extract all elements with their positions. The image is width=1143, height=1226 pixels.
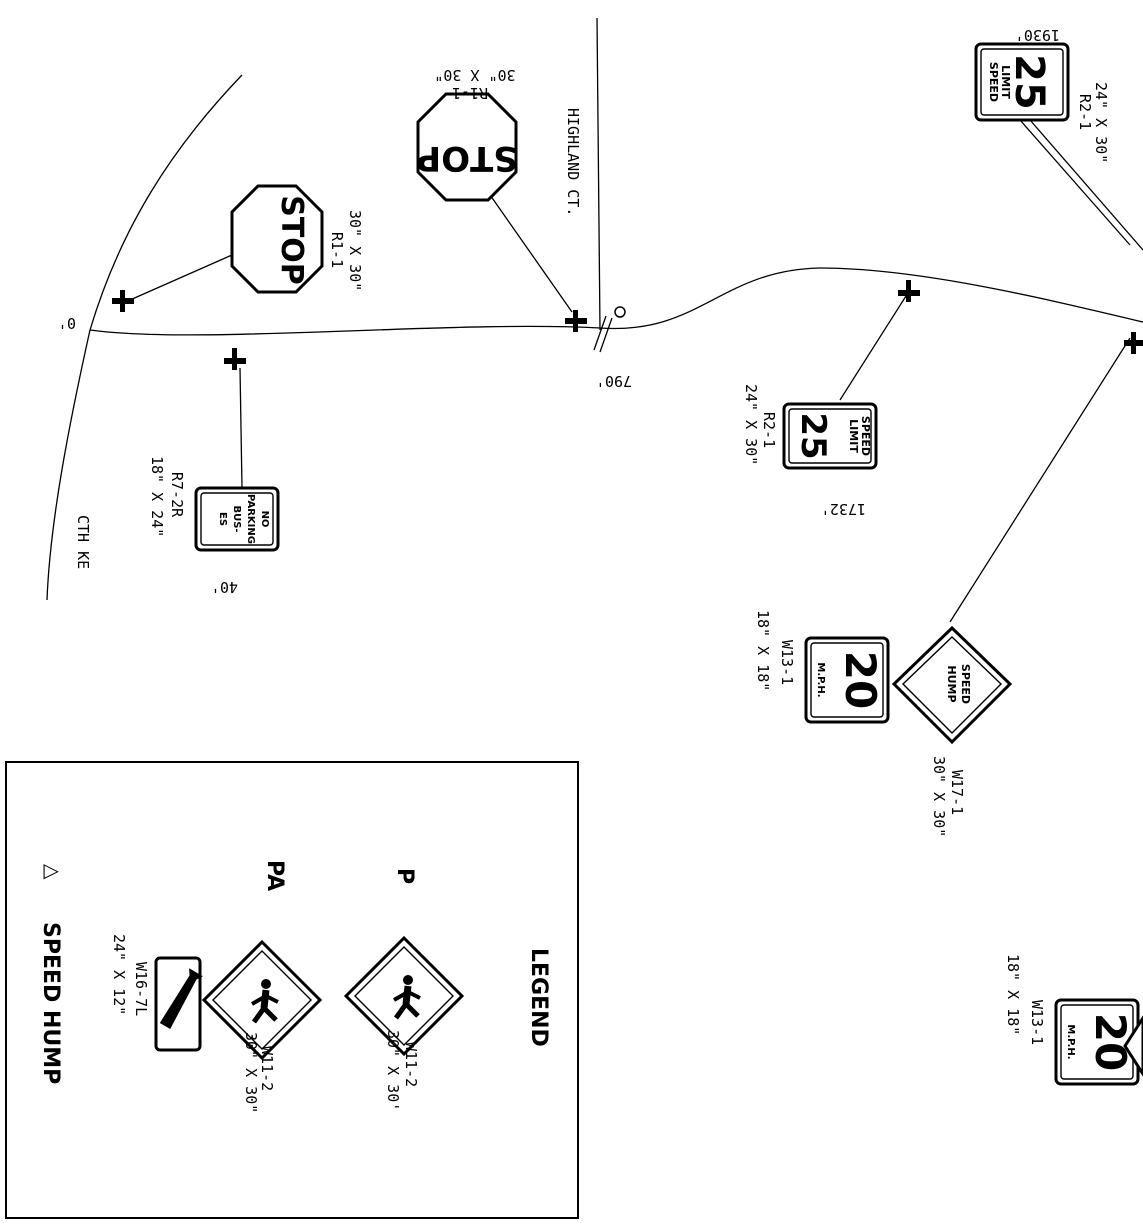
speed-hump-marker (593, 306, 626, 353)
sign-size: 24" X 30" (742, 384, 760, 465)
sign-code: W17-1 (948, 770, 966, 815)
leader-line (839, 295, 907, 401)
no-parking-line: PARKING (245, 494, 256, 544)
stop-sign: STOP R1-1 30" X 30" (416, 66, 518, 202)
sign-size: 30" X 30" (930, 756, 948, 837)
advisory-speed-unit: M.P.H. (815, 662, 826, 697)
arrow-plaque-sign (154, 956, 203, 1052)
leader-line (487, 191, 573, 313)
stop-sign-text: STOP (274, 195, 309, 285)
street-label-highland: HIGHLAND CT. (564, 108, 582, 216)
legend-p-size: 30" X 30' (384, 1030, 402, 1111)
leader-line (239, 367, 243, 489)
station-label: 790' (596, 372, 632, 390)
pedestrian-crossing-sign (201, 939, 323, 1061)
sign-size: 18" X 18" (754, 610, 772, 691)
street-label-cty: CTH KE (74, 515, 92, 569)
leader-line (949, 337, 1131, 623)
advisory-speed-unit: M.P.H. (1065, 1024, 1076, 1059)
leader-line (129, 254, 233, 301)
legend-arrow-code: W16-7L (132, 962, 150, 1016)
sign-code: R7-2R (168, 472, 186, 518)
advisory-speed-number: 20 (836, 651, 885, 709)
no-parking-line: ES (217, 512, 228, 526)
speed-hump-symbol: △ (41, 864, 65, 880)
sign-post (1124, 332, 1143, 354)
sign-size: 30" X 30" (434, 66, 515, 84)
no-parking-sign: NO PARKING BUS- ES R7-2R 18" X 24" (148, 456, 280, 552)
legend-p-code: W11-2 (402, 1042, 420, 1087)
sign-post (112, 290, 134, 312)
road-centerline (89, 267, 1143, 336)
speed-limit-line: LIMIT (847, 419, 860, 453)
pedestrian-icon (251, 979, 279, 1024)
station-label: 1930' (1015, 26, 1060, 44)
sign-code: R1-1 (328, 232, 346, 268)
legend-pa-label: PA (262, 860, 287, 891)
speed-hump-line: SPEED (959, 664, 972, 704)
speed-limit-number: 25 (1006, 54, 1052, 110)
sign-size: 30" X 30" (346, 210, 364, 291)
sign-code: W13-1 (1028, 1000, 1046, 1045)
sign-size: 18" X 24" (148, 456, 166, 537)
station-label: 0' (58, 314, 76, 332)
sign-post (224, 348, 246, 370)
advisory-speed-sign: 20 M.P.H. W13-1 18" X 18" (754, 610, 890, 724)
no-parking-line: BUS- (231, 505, 242, 532)
side-road-curve (46, 74, 243, 601)
sign-code: R2-1 (1076, 94, 1094, 130)
legend-p-label: P (392, 868, 417, 884)
legend-pa-size: 30" X 30" (242, 1032, 260, 1113)
sign-code: R1-1 (452, 84, 488, 102)
speed-hump-sign: SPEED HUMP W17-1 30" X 30" (891, 625, 1013, 837)
advisory-speed-sign: 20 M.P.H. W13-1 18" X 18" (1004, 954, 1143, 1086)
highland-ct-line (596, 17, 601, 331)
sign-post (565, 310, 587, 332)
speed-limit-number: 25 (793, 412, 833, 459)
sign-post (898, 280, 920, 302)
speed-limit-line: SPEED (859, 416, 872, 456)
road-east-line (1029, 119, 1143, 251)
sign-size: 18" X 18" (1004, 954, 1022, 1035)
speed-hump-line: HUMP (945, 665, 958, 702)
sign-size: 24" X 30" (1092, 82, 1110, 163)
legend-hump-label: SPEED HUMP (38, 922, 63, 1084)
legend-pa-code: W11-2 (258, 1046, 276, 1091)
stop-sign-text: STOP (416, 138, 518, 178)
stop-sign: STOP R1-1 30" X 30" (230, 184, 364, 294)
pedestrian-icon (393, 975, 421, 1020)
sign-code: R2-1 (760, 412, 778, 448)
speed-limit-line: LIMIT (999, 65, 1012, 99)
station-label: 40' (211, 578, 238, 596)
no-parking-line: NO (259, 511, 270, 528)
speed-limit-sign: SPEED LIMIT 25 R2-1 24" X 30" (974, 42, 1110, 163)
sign-code: W13-1 (778, 640, 796, 685)
legend-arrow-size: 24" X 12" (110, 934, 128, 1015)
speed-limit-line: SPEED (987, 62, 1000, 102)
legend-box: LEGEND P W11-2 30" X 30' PA W1 (5, 761, 579, 1219)
diagonal-arrow-icon (159, 968, 203, 1029)
pedestrian-crossing-sign (343, 935, 465, 1057)
leader-line (1019, 119, 1131, 246)
legend-title: LEGEND (526, 948, 551, 1047)
station-label: 1732' (821, 500, 866, 518)
speed-limit-sign: SPEED LIMIT 25 R2-1 24" X 30" (742, 384, 878, 470)
